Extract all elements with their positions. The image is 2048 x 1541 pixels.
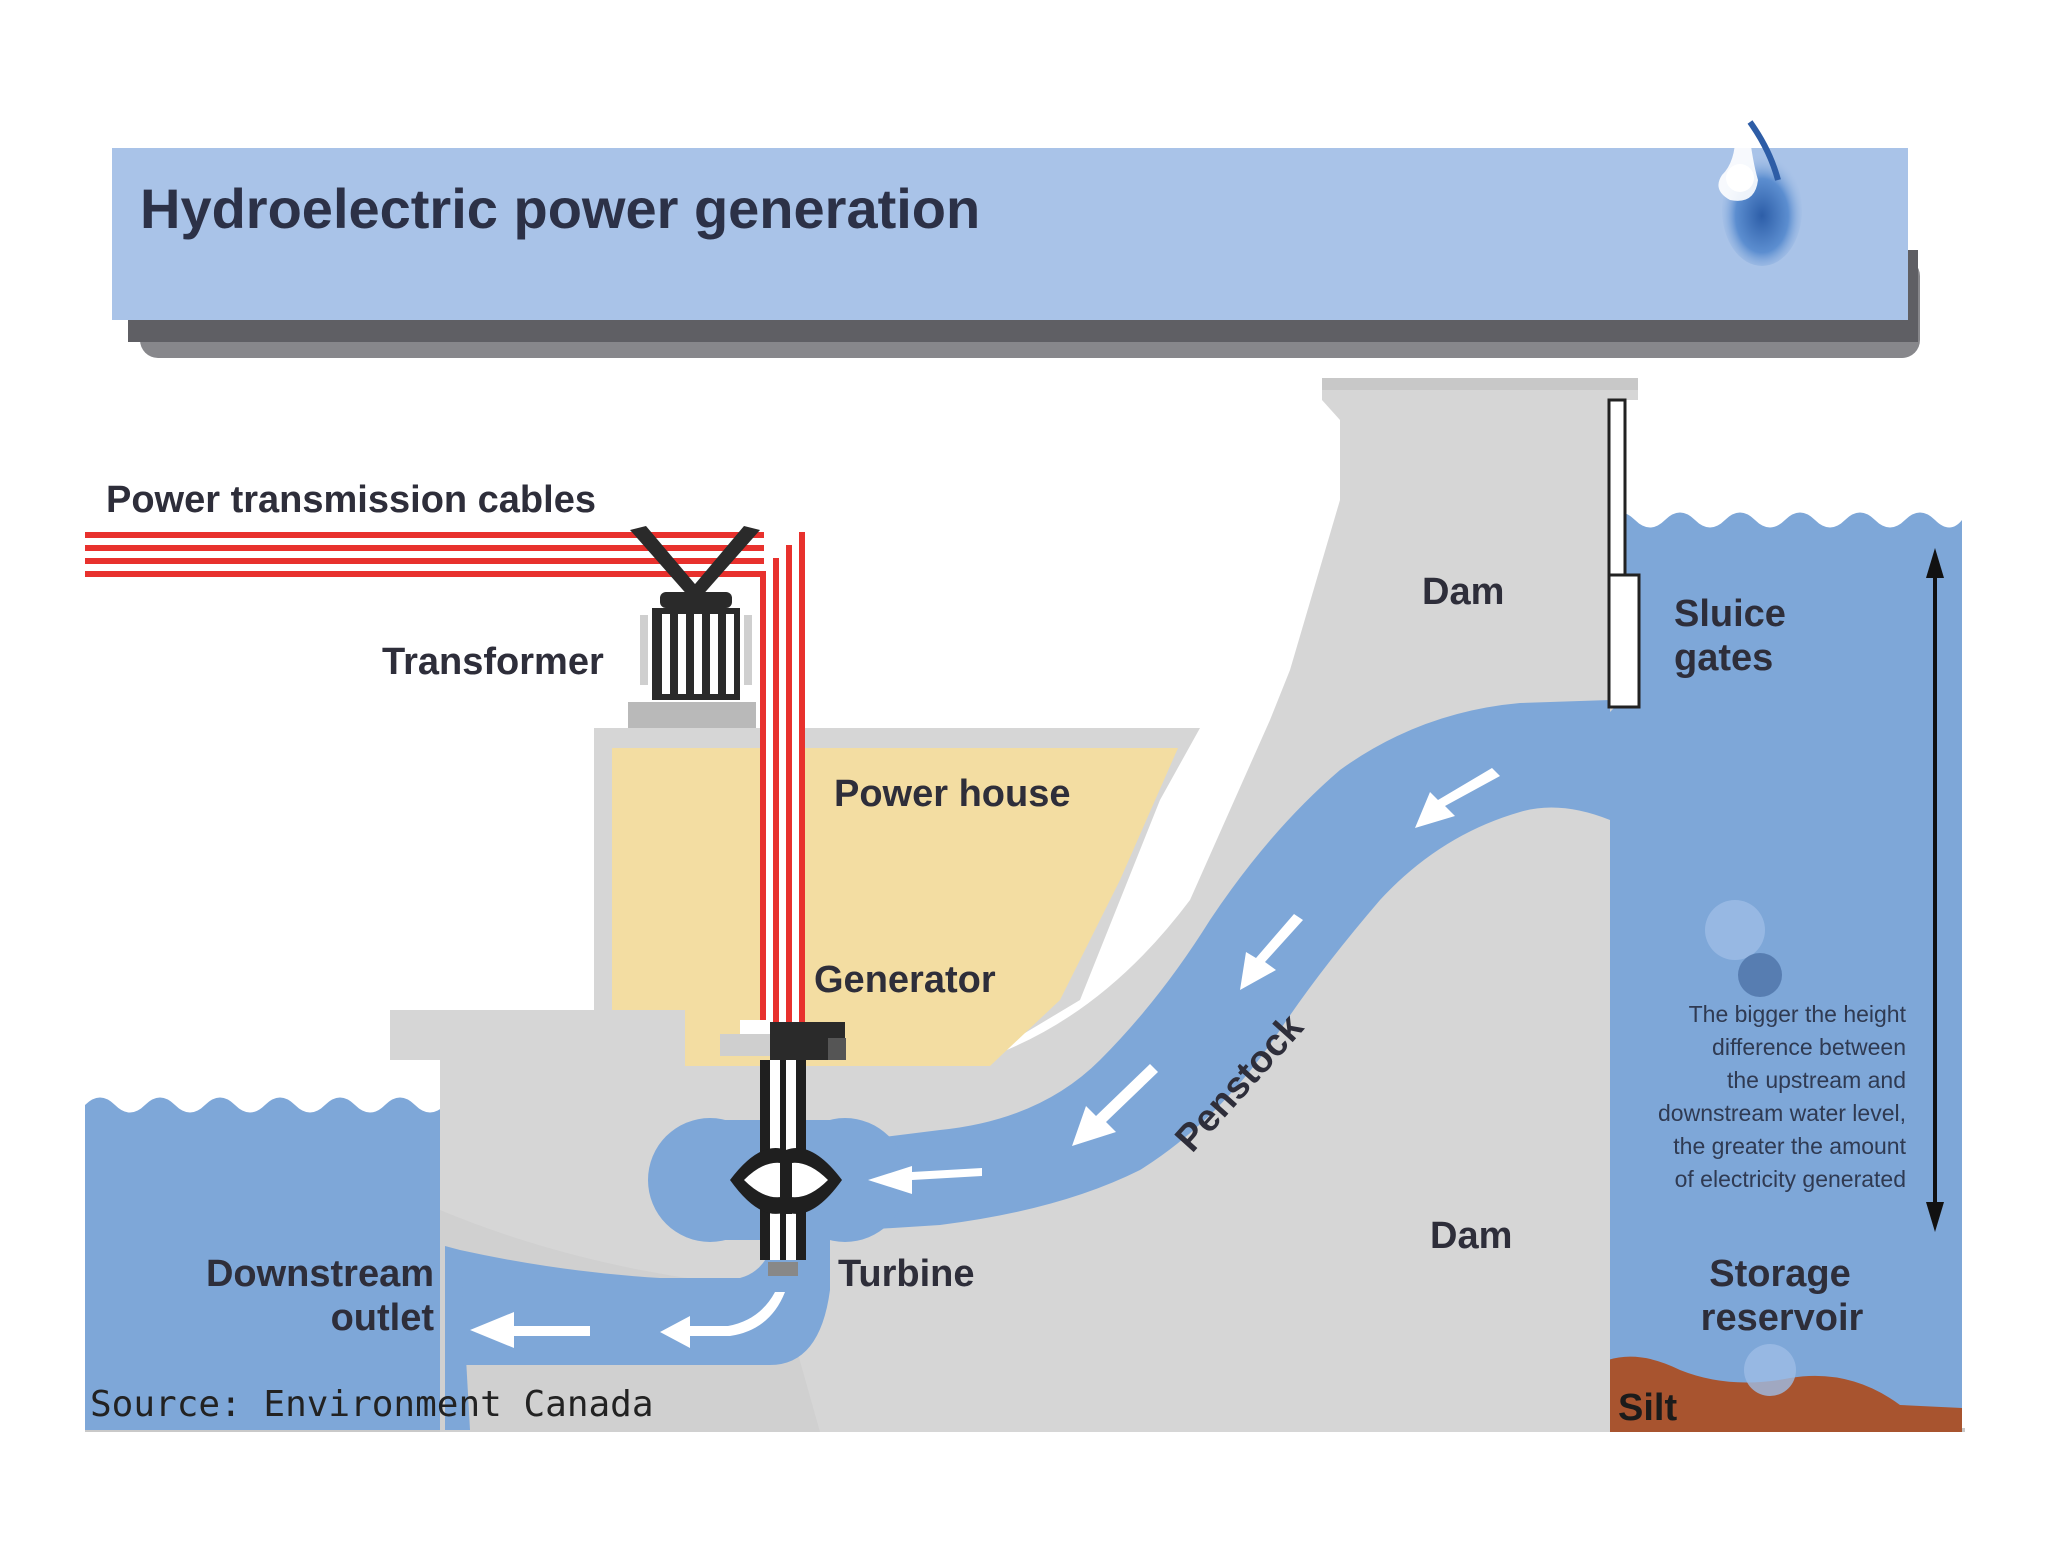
downstream-water bbox=[85, 1097, 445, 1430]
note-line: of electricity generated bbox=[1675, 1166, 1906, 1192]
silt-label: Silt bbox=[1618, 1387, 1677, 1429]
silt-layer bbox=[1608, 1356, 1962, 1432]
note-line: difference between bbox=[1712, 1034, 1906, 1060]
bubble bbox=[1744, 1344, 1796, 1396]
page-title: Hydroelectric power generation bbox=[140, 177, 980, 240]
height-difference-note: The bigger the height difference between… bbox=[1658, 1001, 1907, 1192]
transformer-base bbox=[628, 702, 756, 728]
flow-arrow-icon bbox=[1415, 768, 1500, 828]
power-house-room bbox=[612, 748, 1178, 1066]
note-line: the upstream and bbox=[1727, 1067, 1906, 1093]
turbine-label: Turbine bbox=[838, 1253, 975, 1295]
storage-reservoir-label-line2: reservoir bbox=[1701, 1297, 1864, 1339]
bubble bbox=[1738, 953, 1782, 997]
height-difference-arrow bbox=[1926, 548, 1944, 1232]
generator-icon bbox=[720, 1020, 846, 1060]
water-drop-icon bbox=[1718, 120, 1802, 266]
transformer-icon bbox=[630, 526, 760, 700]
power-transmission-cables bbox=[85, 530, 805, 1032]
downstream-label-line2: outlet bbox=[331, 1297, 435, 1339]
turbine-icon bbox=[730, 1148, 842, 1214]
flow-arrows bbox=[470, 768, 1500, 1348]
dam-label-upper: Dam bbox=[1422, 571, 1504, 613]
transformer-label: Transformer bbox=[382, 641, 604, 683]
storage-reservoir-label-line1: Storage bbox=[1709, 1253, 1850, 1295]
flow-arrow-icon bbox=[470, 1312, 590, 1348]
note-line: The bigger the height bbox=[1689, 1001, 1907, 1027]
flow-arrow-icon bbox=[660, 1292, 785, 1348]
sluice-gate-icon bbox=[1607, 398, 1641, 709]
power-house-label: Power house bbox=[834, 773, 1071, 815]
flow-arrow-icon bbox=[1072, 1064, 1158, 1146]
power-cables-label: Power transmission cables bbox=[106, 479, 596, 521]
penstock-channel bbox=[445, 700, 1610, 1430]
sluice-gates-label-line2: gates bbox=[1674, 637, 1773, 679]
downstream-label-line1: Downstream bbox=[206, 1253, 434, 1295]
flow-arrow-icon bbox=[868, 1166, 982, 1194]
generator-label: Generator bbox=[814, 959, 996, 1001]
storage-reservoir-water bbox=[1605, 512, 1962, 1432]
note-line: the greater the amount bbox=[1673, 1133, 1906, 1159]
flow-arrow-icon bbox=[1240, 914, 1303, 990]
source-credit: Source: Environment Canada bbox=[90, 1384, 654, 1425]
note-line: downstream water level, bbox=[1658, 1100, 1906, 1126]
bubble bbox=[1705, 900, 1765, 960]
banner-background bbox=[112, 148, 1908, 320]
sluice-gates-label-line1: Sluice bbox=[1674, 593, 1786, 635]
dam-label-lower: Dam bbox=[1430, 1215, 1512, 1257]
title-banner: Hydroelectric power generation bbox=[112, 120, 1920, 358]
